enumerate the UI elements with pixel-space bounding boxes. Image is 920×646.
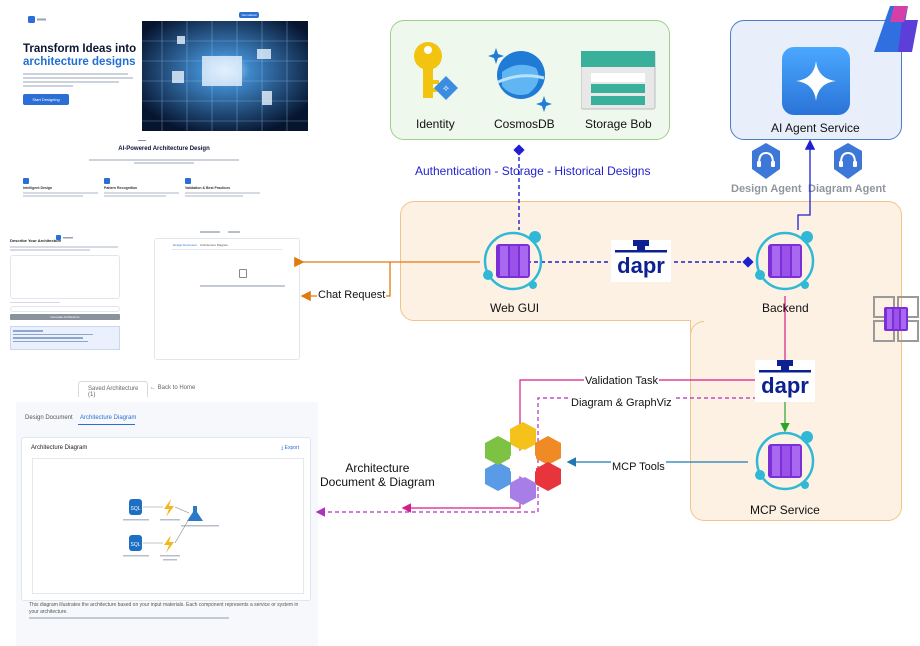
feature-title: Intelligent Design	[23, 186, 53, 190]
key-vault-icon: ⟡	[408, 38, 462, 108]
chat-page-mock: Describe Your Architecture Generate Arch…	[8, 224, 302, 360]
diagram-graphviz-label: Diagram & GraphViz	[570, 397, 673, 409]
chat-request-label: Chat Request	[317, 289, 387, 301]
hero-image	[142, 21, 308, 131]
chat-logo	[56, 228, 74, 240]
container-apps-env-icon	[872, 295, 920, 343]
section-divider	[138, 140, 146, 141]
hero-title: Transform Ideas into architecture design…	[23, 43, 137, 68]
storage-bob-label: Storage Bob	[585, 117, 652, 131]
design-agent-label: Design Agent	[731, 183, 802, 195]
chat-input-panel: Describe Your Architecture Generate Arch…	[10, 238, 122, 358]
feature-title: Pattern Recognition	[104, 186, 138, 190]
arch-doc-label: Architecture Document & Diagram	[320, 461, 435, 489]
export-button[interactable]: ⤓ Export	[281, 445, 300, 451]
saved-architecture-tab[interactable]: Saved Architecture (1)	[78, 381, 148, 398]
results-page-mock: Saved Architecture (1) ← Back to Home De…	[14, 378, 320, 646]
backend-label: Backend	[762, 301, 809, 315]
backend-container-icon	[752, 228, 818, 294]
ai-agent-service-label: AI Agent Service	[771, 121, 860, 135]
chat-title: Describe Your Architecture	[10, 238, 62, 243]
feature-card-2: Pattern Recognition	[104, 178, 184, 208]
design-agent-icon	[750, 143, 782, 181]
chat-output-panel: Design Document Architecture Diagram	[154, 238, 300, 360]
mcp-tools-label: MCP Tools	[611, 461, 666, 473]
web-gui-container-icon	[480, 228, 546, 294]
validation-task-label: Validation Task	[584, 375, 659, 387]
chat-nav	[200, 231, 260, 233]
sql-db-icon: SQL	[129, 499, 142, 515]
svg-text:dapr: dapr	[617, 253, 665, 278]
diagram-caption: This diagram illustrates the architectur…	[29, 602, 299, 615]
mcp-container-icon	[752, 428, 818, 494]
results-tab-document[interactable]: Design Document	[25, 415, 73, 421]
sql-node-2: SQL	[130, 542, 140, 548]
diagram-agent-icon	[832, 143, 864, 181]
ml-flask-icon	[187, 506, 203, 521]
generate-button[interactable]: Generate Architecture	[10, 314, 120, 320]
container-env-mcp-cover	[691, 318, 901, 323]
sql-db-icon: SQL	[129, 535, 142, 551]
diagram-card-title: Architecture Diagram	[31, 445, 88, 451]
storage-icon	[580, 50, 657, 111]
mcp-service-label: MCP Service	[750, 503, 820, 517]
container-env-corner	[690, 321, 704, 335]
web-gui-label: Web GUI	[490, 301, 540, 315]
architecture-diagram-card: Architecture Diagram ⤓ Export SQL	[21, 437, 311, 601]
hero-description	[23, 71, 135, 89]
svg-text:⟡: ⟡	[443, 83, 449, 93]
identity-label: Identity	[416, 117, 455, 131]
output-tab-diagram[interactable]: Architecture Diagram	[200, 243, 229, 247]
start-designing-button[interactable]: Start Designing	[23, 94, 69, 105]
cosmosdb-icon	[488, 42, 554, 112]
chat-file-field[interactable]	[10, 306, 120, 312]
brand-logo	[28, 11, 46, 23]
dapr-mcp-icon: dapr	[755, 360, 815, 402]
storage-caption: Authentication - Storage - Historical De…	[415, 164, 651, 178]
svg-text:dapr: dapr	[761, 373, 809, 398]
azure-ai-foundry-icon	[872, 4, 920, 54]
output-tab-document[interactable]: Design Document	[173, 243, 197, 247]
graphviz-tool-icon	[478, 418, 568, 508]
back-link[interactable]: ← Back to Home	[150, 385, 196, 391]
function-icon	[164, 535, 174, 553]
cosmosdb-label: CosmosDB	[494, 117, 555, 131]
feature-card-3: Validation & Best Practices	[185, 178, 265, 208]
document-icon	[239, 269, 247, 278]
dapr-main-icon: dapr	[611, 240, 671, 282]
chat-textarea[interactable]	[10, 254, 120, 299]
top-cta-button[interactable]: Get started	[239, 12, 259, 18]
results-tab-diagram[interactable]: Architecture Diagram	[80, 415, 137, 421]
landing-page-mock: Get started Transform Ideas into archite…	[14, 6, 314, 216]
feature-title: Validation & Best Practices	[185, 186, 231, 190]
results-panel: Design Document Architecture Diagram Arc…	[16, 402, 318, 646]
diagram-agent-label: Diagram Agent	[808, 183, 886, 195]
chat-tips-box	[10, 326, 120, 350]
diagram-canvas: SQL SQL	[32, 458, 304, 594]
section-subtitle	[84, 158, 244, 165]
ai-agent-service-icon	[782, 47, 850, 115]
function-icon	[164, 499, 174, 517]
section-title: AI-Powered Architecture Design	[118, 146, 210, 152]
sql-node-1: SQL	[130, 506, 140, 512]
feature-card-1: Intelligent Design	[23, 178, 103, 208]
